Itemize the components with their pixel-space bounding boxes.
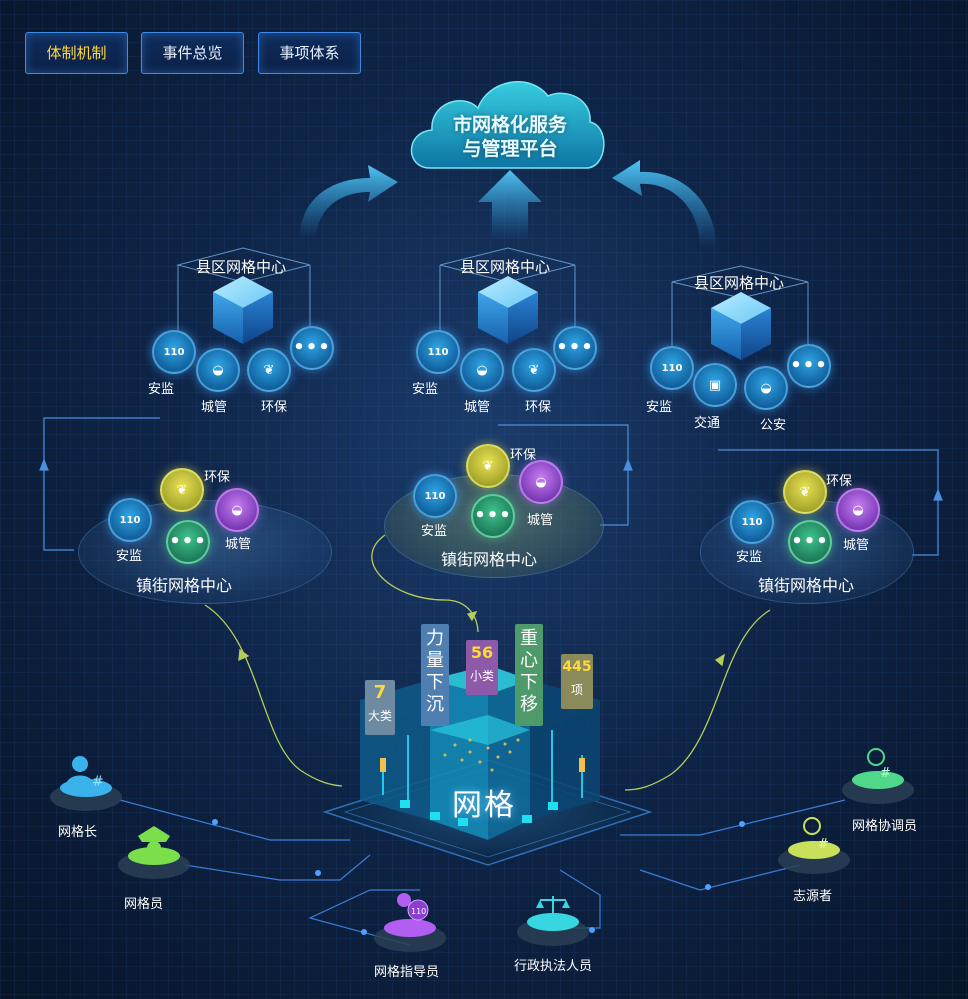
tab-event-overview[interactable]: 事件总览 — [141, 32, 244, 74]
county-item-label: 环保 — [525, 400, 552, 415]
network-lines — [119, 799, 846, 946]
platform-cloud — [410, 81, 605, 169]
bus-icon: ▣ — [693, 363, 737, 407]
tag-items: 445 项 — [561, 654, 593, 709]
police-110-icon: 110 — [108, 498, 152, 542]
grid-instructor-label: 网格指导员 — [374, 965, 440, 980]
law-enforcement-label: 行政执法人员 — [514, 959, 593, 974]
town-center-title: 镇街网格中心 — [441, 550, 538, 569]
police-110-icon: 110 — [152, 330, 196, 374]
volunteer-label: 志源者 — [793, 889, 833, 904]
police-110-icon: 110 — [413, 474, 457, 518]
county-item-label: 公安 — [760, 418, 787, 433]
more-icon: ••• — [787, 344, 831, 388]
leaf-icon: ❦ — [783, 470, 827, 514]
town-item-label: 环保 — [826, 474, 853, 489]
county-item-label: 环保 — [261, 400, 288, 415]
county-item-label: 安监 — [646, 400, 673, 415]
officer-hat-icon: ◒ — [519, 460, 563, 504]
police-110-icon: 110 — [416, 330, 460, 374]
town-item-label: 环保 — [204, 470, 231, 485]
county-center-title: 县区网格中心 — [694, 274, 785, 292]
officer-hat-icon: ◒ — [215, 488, 259, 532]
leaf-icon: ❦ — [247, 348, 291, 392]
town-item-label: 安监 — [116, 549, 143, 564]
town-center-title: 镇街网格中心 — [136, 576, 233, 595]
leaf-icon: ❦ — [466, 444, 510, 488]
grid-member-label: 网格员 — [124, 897, 164, 912]
town-item-label: 城管 — [527, 513, 554, 528]
county-center-title: 县区网格中心 — [196, 258, 287, 276]
officer-hat-icon: ◒ — [744, 366, 788, 410]
officer-hat-icon: ◒ — [836, 488, 880, 532]
more-icon: ••• — [553, 326, 597, 370]
officer-hat-icon: ◒ — [460, 348, 504, 392]
tag-minor-categories: 56 小类 — [466, 640, 498, 695]
more-icon: ••• — [788, 520, 832, 564]
police-110-icon: 110 — [730, 500, 774, 544]
town-item-label: 环保 — [510, 448, 537, 463]
town-item-label: 城管 — [843, 538, 870, 553]
town-item-label: 安监 — [736, 550, 763, 565]
town-item-label: 城管 — [225, 537, 252, 552]
curve-lines — [204, 534, 771, 791]
town-item-label: 安监 — [421, 524, 448, 539]
tab-system-mechanism[interactable]: 体制机制 — [25, 32, 128, 74]
upward-arrows — [300, 160, 716, 248]
county-item-label: 安监 — [412, 382, 439, 397]
tag-force-down: 力量下沉 — [421, 624, 449, 726]
grid-leader-label: 网格长 — [58, 825, 98, 840]
police-110-icon: 110 — [650, 346, 694, 390]
county-item-label: 交通 — [694, 416, 721, 431]
more-icon: ••• — [166, 520, 210, 564]
town-center-title: 镇街网格中心 — [758, 576, 855, 595]
tag-major-categories: 7 大类 — [365, 680, 395, 735]
county-item-label: 安监 — [148, 382, 175, 397]
officer-hat-icon: ◒ — [196, 348, 240, 392]
platform-title-line1: 市网格化服务 — [452, 114, 567, 136]
more-icon: ••• — [290, 326, 334, 370]
county-item-label: 城管 — [464, 400, 491, 415]
county-cubes — [213, 276, 771, 360]
leaf-icon: ❦ — [512, 348, 556, 392]
grid-center-label: 网格 — [452, 788, 516, 823]
tag-focus-down: 重心下移 — [515, 624, 543, 726]
leaf-icon: ❦ — [160, 468, 204, 512]
grid-coordinator-label: 网格协调员 — [852, 819, 918, 834]
connector-lines — [39, 417, 943, 556]
more-icon: ••• — [471, 494, 515, 538]
county-item-label: 城管 — [201, 400, 228, 415]
county-center-title: 县区网格中心 — [460, 258, 551, 276]
tab-item-system[interactable]: 事项体系 — [258, 32, 361, 74]
platform-title-line2: 与管理平台 — [462, 138, 558, 160]
